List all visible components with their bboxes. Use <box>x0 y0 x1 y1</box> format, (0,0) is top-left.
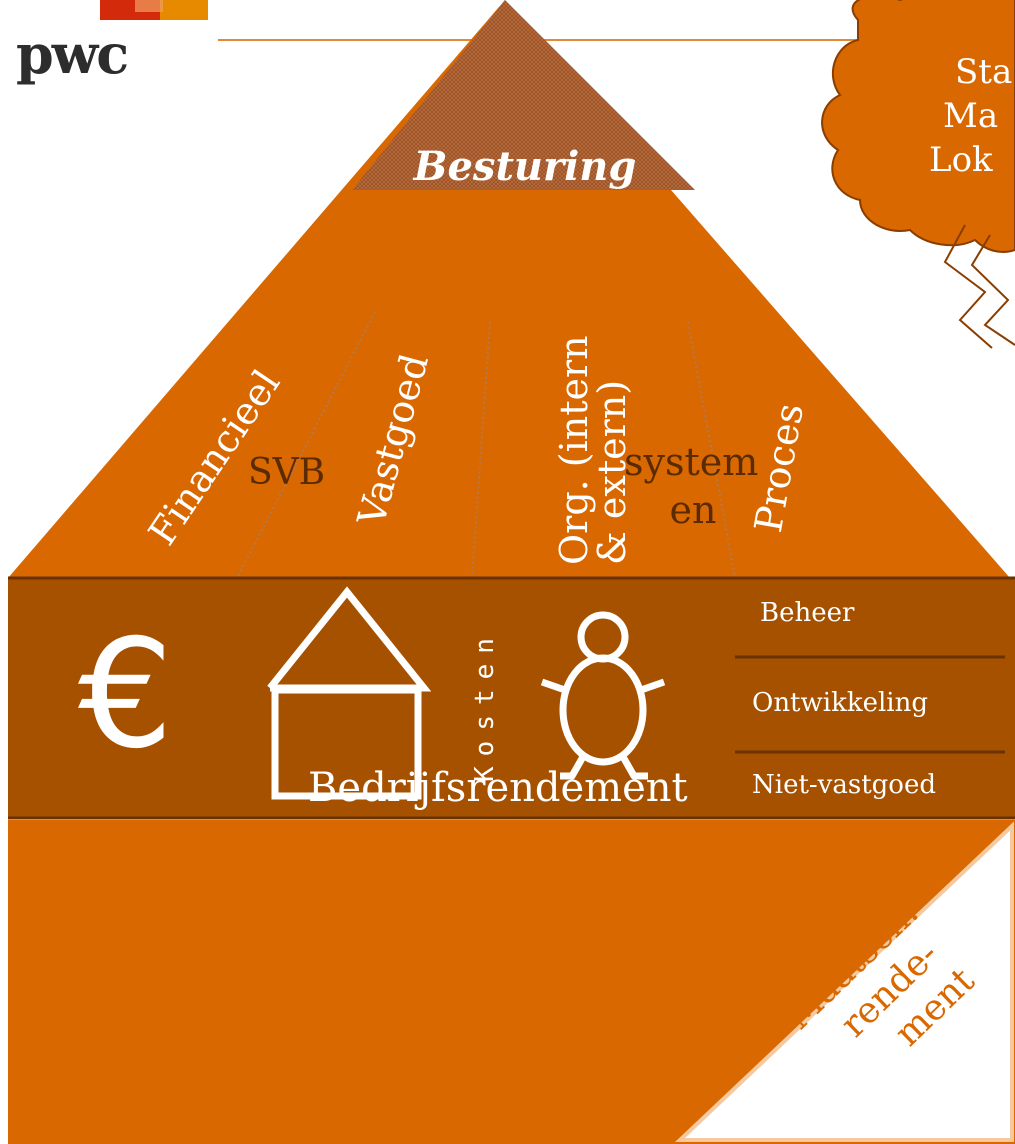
pillar-org-line: Org. (intern <box>552 335 596 565</box>
cloud-text: Sta Ma Lok <box>929 50 1013 182</box>
cloud-line: Ma <box>943 96 999 136</box>
pillar-label-svb: SVB <box>248 452 326 493</box>
pwc-logo: pwc <box>16 22 129 86</box>
base-label: Bedrijfsrendement <box>308 765 688 811</box>
row-label-niet-vastgoed: Niet-vastgoed <box>752 770 936 800</box>
pillar-label-org: Org. (intern & extern) <box>552 315 635 565</box>
band-background <box>8 578 1015 818</box>
pillar-label-systemen: system en <box>624 438 758 534</box>
person-icon <box>540 611 666 780</box>
cloud-shape <box>821 0 1015 349</box>
logo-light-block <box>135 0 163 12</box>
pillar-dividers <box>236 311 736 579</box>
logo-orange-block <box>160 0 208 20</box>
cloud-line: Lok <box>929 140 993 180</box>
apex-block <box>352 0 695 190</box>
cloud-line: Sta <box>955 52 1013 92</box>
pyramid-triangle <box>8 0 1010 578</box>
row-label-beheer: Beheer <box>760 598 855 628</box>
apex-label: Besturing <box>413 143 637 190</box>
house-icon <box>267 586 432 800</box>
pillar-systemen-line: en <box>669 488 717 532</box>
row-label-ontwikkeling: Ontwikkeling <box>752 688 928 718</box>
euro-icon: € <box>78 608 174 782</box>
corner-triangle <box>674 821 1014 1142</box>
pillar-systemen-line: system <box>624 440 759 484</box>
